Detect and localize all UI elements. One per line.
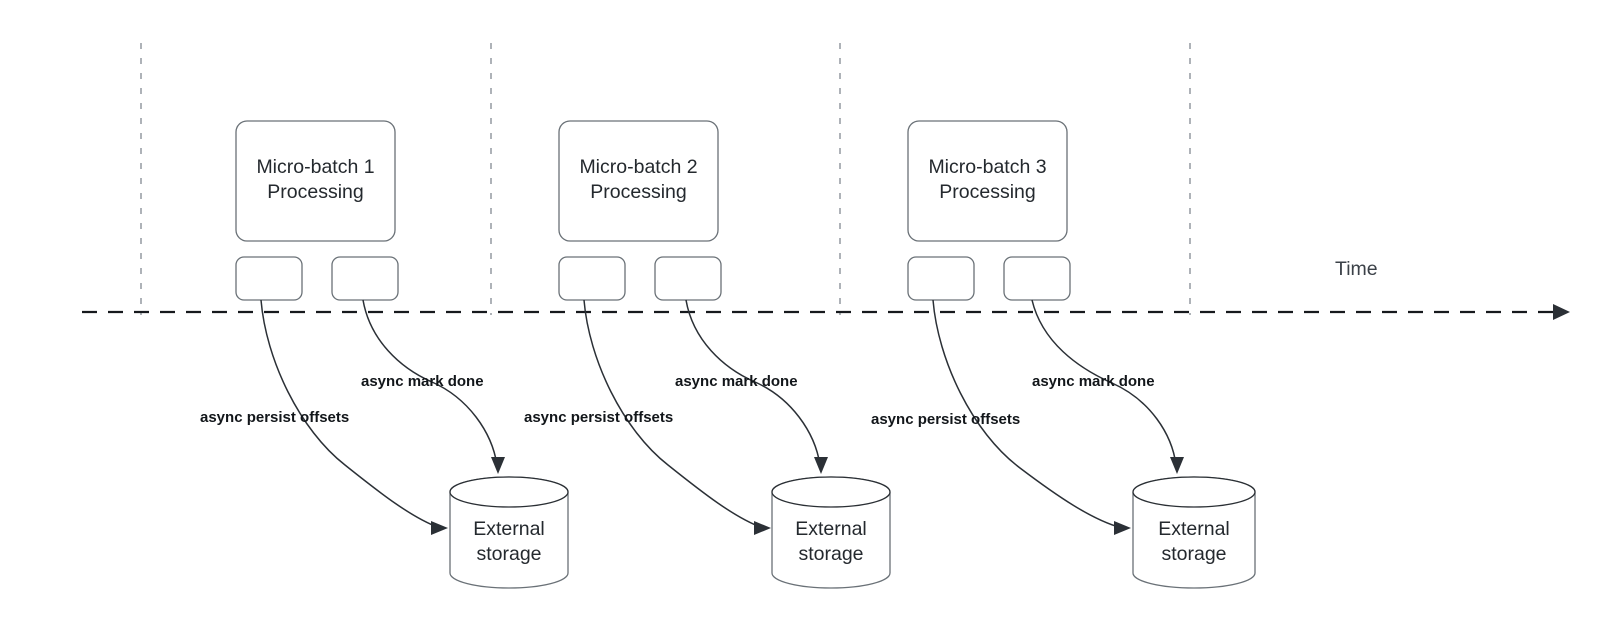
async-mark-done-edge-arrowhead — [814, 457, 828, 474]
external-storage-label-line2: storage — [1161, 543, 1226, 565]
async-mark-done-edge-arrowhead — [491, 457, 505, 474]
async-mark-done-edge — [362, 299, 498, 466]
micro-batch-title: Micro-batch 1 — [256, 156, 374, 178]
micro-batch-processing-box[interactable] — [558, 120, 719, 242]
micro-batch-group: Micro-batch 2 Processing async persist off… — [524, 120, 891, 589]
micro-batch-title: Micro-batch 3 — [928, 156, 1046, 178]
async-persist-offsets-edge-arrowhead — [431, 521, 448, 535]
micro-batch-subtitle: Processing — [939, 181, 1035, 203]
external-storage-label-line1: External — [795, 518, 867, 540]
async-mark-done-edge — [685, 299, 821, 466]
async-mark-done-edge-label: async mark done — [1032, 373, 1155, 390]
external-storage-label-line2: storage — [476, 543, 541, 565]
async-persist-offsets-edge-arrowhead — [754, 521, 771, 535]
micro-batch-subtitle: Processing — [590, 181, 686, 203]
mark-done-task-box[interactable] — [331, 256, 399, 301]
time-axis-label: Time — [1335, 258, 1378, 280]
mark-done-task-box[interactable] — [1003, 256, 1071, 301]
external-storage-label-line2: storage — [798, 543, 863, 565]
persist-offsets-task-box[interactable] — [235, 256, 303, 301]
async-persist-offsets-edge — [260, 299, 441, 529]
persist-offsets-task-box[interactable] — [558, 256, 626, 301]
micro-batch-processing-box[interactable] — [235, 120, 396, 242]
micro-batch-subtitle: Processing — [267, 181, 363, 203]
async-mark-done-edge-label: async mark done — [675, 373, 798, 390]
persist-offsets-task-box[interactable] — [907, 256, 975, 301]
external-storage-label-line1: External — [1158, 518, 1230, 540]
micro-batch-group: Micro-batch 3 Processing async persist off… — [871, 120, 1256, 589]
time-axis: Time — [82, 258, 1570, 320]
micro-batch-group: Micro-batch 1 Processing async persist off… — [200, 120, 569, 589]
async-persist-offsets-edge-label: async persist offsets — [871, 411, 1020, 428]
external-storage-cylinder-top — [449, 476, 569, 508]
async-persist-offsets-edge-label: async persist offsets — [524, 409, 673, 426]
async-mark-done-edge-arrowhead — [1170, 457, 1184, 474]
mark-done-task-box[interactable] — [654, 256, 722, 301]
time-axis-arrowhead — [1553, 304, 1570, 320]
external-storage-cylinder-top — [1132, 476, 1256, 508]
async-persist-offsets-edge-arrowhead — [1114, 521, 1131, 535]
async-mark-done-edge-label: async mark done — [361, 373, 484, 390]
micro-batch-title: Micro-batch 2 — [579, 156, 697, 178]
batch-boundary-guides — [140, 43, 1191, 315]
micro-batch-processing-box[interactable] — [907, 120, 1068, 242]
async-persist-offsets-edge — [583, 299, 764, 529]
micro-batch-groups: Micro-batch 1 Processing async persist off… — [200, 120, 1256, 589]
async-persist-offsets-edge-label: async persist offsets — [200, 409, 349, 426]
async-persist-offsets-edge — [932, 299, 1123, 529]
external-storage-cylinder-top — [771, 476, 891, 508]
external-storage-label-line1: External — [473, 518, 545, 540]
async-mark-done-edge — [1031, 299, 1177, 466]
